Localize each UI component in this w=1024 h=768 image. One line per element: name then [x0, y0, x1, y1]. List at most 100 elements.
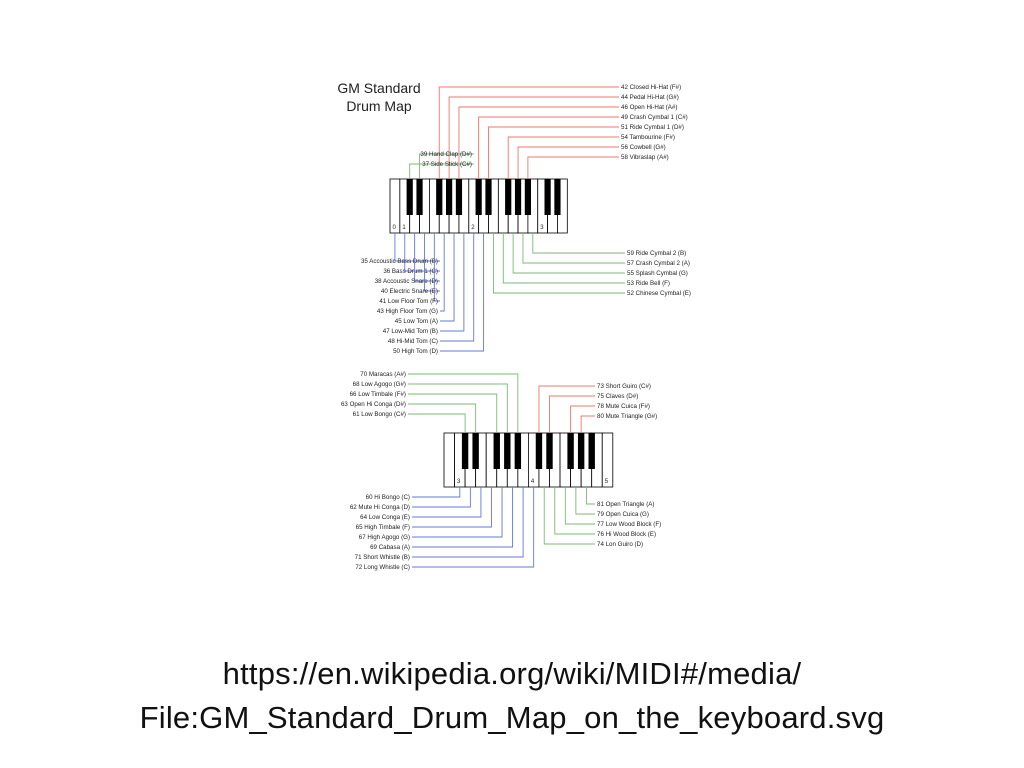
octave-label: 5	[605, 479, 609, 485]
connector-line	[543, 487, 595, 545]
white-key	[443, 432, 455, 488]
drum-label: 69 Cabasa (A)	[370, 544, 410, 551]
drum-label: 80 Mute Triangle (G#)	[597, 413, 657, 420]
drum-label: 60 Hi Bongo (C)	[366, 494, 410, 501]
diagram-title-line-1: GM Standard	[337, 80, 420, 96]
connector-line	[412, 487, 482, 518]
drum-label: 43 High Floor Tom (G)	[377, 308, 438, 315]
source-url-line-1: https://en.wikipedia.org/wiki/MIDI#/medi…	[222, 656, 802, 691]
black-key	[577, 433, 585, 469]
black-key	[588, 433, 595, 469]
drum-label: 58 Vibraslap (A#)	[621, 154, 669, 161]
connector-line	[440, 233, 445, 312]
connector-line	[478, 116, 619, 179]
black-key	[514, 433, 522, 469]
connector-line	[458, 106, 619, 179]
connector-line	[408, 383, 508, 433]
drum-label: 55 Splash Cymbal (G)	[627, 270, 688, 277]
black-key	[406, 179, 413, 215]
connector-line	[448, 96, 619, 179]
black-key	[475, 179, 482, 215]
drum-label: 53 Ride Bell (F)	[627, 280, 670, 287]
black-key	[455, 179, 463, 215]
black-key	[436, 179, 443, 215]
octave-label: 4	[531, 479, 535, 485]
drum-label: 42 Closed Hi-Hat (F#)	[621, 84, 681, 91]
black-key	[461, 433, 469, 469]
connector-line	[408, 373, 519, 433]
connector-line	[585, 487, 595, 505]
drum-label: 66 Low Timbale (F#)	[350, 391, 406, 398]
drum-label: 70 Maracas (A#)	[360, 371, 406, 378]
connector-line	[414, 233, 440, 282]
drum-label: 54 Tambourine (F#)	[621, 134, 675, 141]
black-key	[505, 179, 512, 215]
drum-label: 37 Side Stick (C#)	[422, 161, 472, 168]
connector-line	[412, 487, 461, 498]
drum-label: 52 Chinese Cymbal (E)	[627, 290, 691, 297]
drum-label: 67 High Agogo (G)	[359, 534, 410, 541]
black-key	[546, 433, 553, 469]
connector-line	[408, 413, 466, 433]
connector-line	[440, 233, 455, 322]
black-key	[567, 433, 574, 469]
connector-line	[424, 233, 440, 292]
connector-line	[412, 487, 492, 528]
connector-line	[412, 487, 471, 508]
connector-line	[512, 233, 625, 274]
drum-label: 40 Electric Snare (E)	[381, 288, 438, 295]
connector-line	[412, 487, 524, 558]
drum-label: 76 Hi Wood Block (E)	[597, 531, 656, 538]
drum-label: 36 Bass Drum 1 (C)	[383, 268, 438, 275]
drum-label: 47 Low-Mid Tom (B)	[383, 328, 438, 335]
octave-label: 3	[540, 225, 544, 231]
drum-label: 72 Long Whistle (C)	[355, 564, 410, 571]
octave-label: 0	[393, 225, 397, 231]
connector-line	[408, 403, 477, 433]
drum-label: 64 Low Conga (E)	[360, 514, 410, 521]
drum-label: 56 Cowbell (G#)	[621, 144, 666, 151]
drum-label: 73 Short Guiro (C#)	[597, 383, 651, 390]
black-key	[554, 179, 561, 215]
drum-label: 48 Hi-Mid Tom (C)	[388, 338, 438, 345]
drum-label: 35 Accoustic Bass Drum (B)	[361, 258, 438, 265]
connector-line	[554, 487, 595, 535]
drum-label: 41 Low Floor Tom (F)	[379, 298, 438, 305]
connector-line	[412, 487, 503, 538]
connector-line	[538, 385, 595, 433]
black-key	[493, 433, 500, 469]
black-key	[485, 179, 492, 215]
black-key	[416, 179, 423, 215]
connector-line	[412, 487, 535, 568]
drum-label: 38 Accoustic Snare (D)	[375, 278, 438, 285]
drum-label: 71 Short Whistle (B)	[355, 554, 410, 561]
connector-line	[517, 146, 619, 179]
drum-label: 39 Hand Clap (D#)	[420, 151, 472, 158]
connector-line	[404, 233, 440, 272]
black-key	[535, 433, 543, 469]
drum-label: 44 Pedal Hi-Hat (G#)	[621, 94, 679, 101]
connector-line	[440, 233, 485, 352]
drum-label: 61 Low Bongo (C#)	[353, 411, 406, 418]
drum-label: 45 Low Tom (A)	[395, 318, 438, 325]
black-key	[446, 179, 453, 215]
black-key	[504, 433, 511, 469]
drum-label: 68 Low Agogo (G#)	[353, 381, 406, 388]
drum-label: 77 Low Wood Block (F)	[597, 521, 661, 528]
connector-line	[580, 415, 595, 433]
drum-label: 51 Ride Cymbal 1 (D#)	[621, 124, 684, 131]
connector-line	[527, 156, 619, 179]
drum-label: 63 Open Hi Conga (D#)	[341, 401, 406, 408]
drum-label: 57 Crash Cymbal 2 (A)	[627, 260, 690, 267]
octave-label: 3	[457, 479, 461, 485]
drum-label: 62 Mute Hi Conga (D)	[350, 504, 410, 511]
connector-line	[522, 233, 625, 264]
drum-label: 59 Ride Cymbal 2 (B)	[627, 250, 686, 257]
drum-label: 74 Lon Guiro (D)	[597, 541, 643, 548]
source-url-line-2: File:GM_Standard_Drum_Map_on_the_keyboar…	[139, 700, 885, 735]
connector-line	[549, 395, 595, 433]
white-key	[601, 432, 614, 488]
drum-label: 49 Crash Cymbal 1 (C#)	[621, 114, 688, 121]
